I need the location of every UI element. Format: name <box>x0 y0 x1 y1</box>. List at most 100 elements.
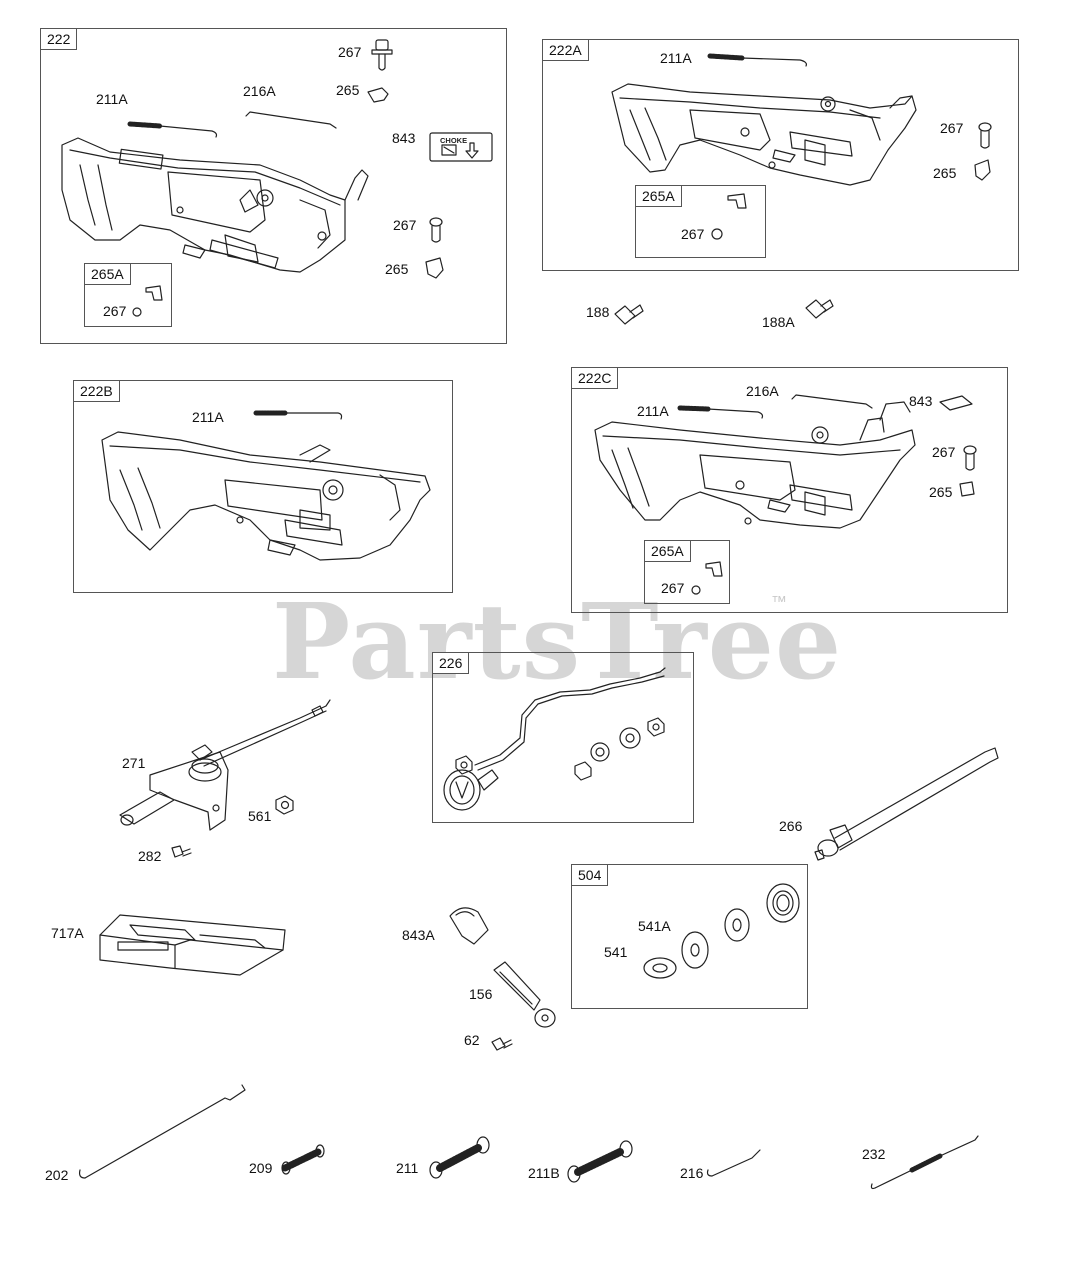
label-267: 267 <box>338 44 362 60</box>
group-box-222: 222 <box>40 28 507 344</box>
choke-decal-text: CHOKE <box>440 136 467 145</box>
link-rod-216a-222c <box>791 394 873 409</box>
choke-decal-843 <box>429 132 493 162</box>
screw-267-c <box>132 307 142 317</box>
label-216a: 216A <box>746 383 779 399</box>
screw-267-e <box>711 228 723 240</box>
decal-843-222c <box>939 395 973 411</box>
label-188a: 188A <box>762 314 795 330</box>
label-202: 202 <box>45 1167 69 1183</box>
group-tag-226: 226 <box>433 653 470 674</box>
spring-211a-222 <box>127 121 218 138</box>
label-211: 211 <box>396 1160 419 1176</box>
label-265: 265 <box>929 484 953 500</box>
label-267: 267 <box>661 580 685 596</box>
group-tag-222b: 222B <box>74 381 120 402</box>
control-bracket-222b <box>101 431 431 561</box>
link-rod-202 <box>78 1084 246 1179</box>
link-rod-216a-222 <box>245 111 337 129</box>
group-tag-222a: 222A <box>543 40 589 61</box>
shaft-266 <box>814 747 999 861</box>
choke-knob-226 <box>443 667 666 811</box>
label-541a: 541A <box>638 918 671 934</box>
group-box-265a-3: 265A <box>644 540 730 604</box>
decal-843a <box>449 907 489 945</box>
control-bracket-222 <box>61 137 369 273</box>
label-282: 282 <box>138 848 162 864</box>
label-209: 209 <box>249 1160 273 1176</box>
label-267: 267 <box>681 226 705 242</box>
hardware-set-226 <box>455 717 665 781</box>
group-tag-222c: 222C <box>572 368 619 389</box>
group-box-265a-1: 265A <box>84 263 172 327</box>
group-box-222a: 222A <box>542 39 1019 271</box>
clip-265-a <box>367 87 389 103</box>
screw-267-b <box>429 217 443 243</box>
seal-504 <box>766 883 800 923</box>
label-717a: 717A <box>51 925 84 941</box>
group-box-265a-2: 265A <box>635 185 766 258</box>
trademark-symbol: ™ <box>771 594 787 611</box>
throttle-control-271 <box>119 699 331 831</box>
screw-267-a <box>371 39 393 71</box>
label-265: 265 <box>336 82 360 98</box>
screw-267-f <box>963 445 977 471</box>
group-box-222b: 222B <box>73 380 453 593</box>
spring-211b <box>567 1140 633 1183</box>
label-216a: 216A <box>243 83 276 99</box>
label-211a: 211A <box>96 91 128 107</box>
parts-tree-watermark: PartsTree <box>272 580 843 703</box>
spring-209 <box>281 1144 325 1175</box>
group-tag-265a: 265A <box>636 186 682 207</box>
group-box-222c: 222C <box>571 367 1008 613</box>
screw-267-g <box>691 585 701 595</box>
label-267: 267 <box>932 444 956 460</box>
spring-211a-222b <box>253 410 343 420</box>
group-box-504: 504 <box>571 864 808 1009</box>
control-bracket-222c <box>594 401 916 529</box>
label-541: 541 <box>604 944 628 960</box>
label-156: 156 <box>469 986 493 1002</box>
group-tag-504: 504 <box>572 865 609 886</box>
label-267: 267 <box>393 217 417 233</box>
label-266: 266 <box>779 818 803 834</box>
washer-541a <box>681 931 709 969</box>
clip-265-d <box>959 481 975 497</box>
label-211a: 211A <box>660 50 692 66</box>
cover-plate-717a <box>99 914 286 976</box>
clip-265-c <box>974 159 991 181</box>
label-188: 188 <box>586 304 610 320</box>
label-561: 561 <box>248 808 272 824</box>
washer-541 <box>643 957 677 979</box>
clip-265-b <box>425 257 444 279</box>
link-216 <box>706 1149 761 1177</box>
group-tag-265a: 265A <box>645 541 691 562</box>
label-211a: 211A <box>637 403 669 419</box>
lever-156 <box>493 961 556 1028</box>
label-62: 62 <box>464 1032 480 1048</box>
label-211a: 211A <box>192 409 224 425</box>
label-267: 267 <box>940 120 964 136</box>
screw-62 <box>491 1037 513 1051</box>
spring-211a-222a <box>707 53 807 67</box>
label-232: 232 <box>862 1146 886 1162</box>
washer-504 <box>724 908 750 942</box>
bolt-188a <box>805 299 834 319</box>
nut-561 <box>275 795 294 815</box>
group-box-226: 226 <box>432 652 694 823</box>
label-843: 843 <box>909 393 933 409</box>
clip-265a-222a <box>727 193 747 209</box>
group-tag-222: 222 <box>41 29 78 50</box>
label-267: 267 <box>103 303 127 319</box>
label-265: 265 <box>933 165 957 181</box>
spring-211 <box>429 1136 490 1179</box>
spring-211a-222c <box>677 405 764 419</box>
label-216: 216 <box>680 1165 704 1181</box>
spring-232 <box>870 1135 979 1190</box>
screw-267-d <box>978 122 992 149</box>
group-tag-265a: 265A <box>85 264 131 285</box>
clip-265a-222c <box>705 561 723 577</box>
label-211b: 211B <box>528 1165 560 1181</box>
clip-265a-222 <box>145 285 163 301</box>
